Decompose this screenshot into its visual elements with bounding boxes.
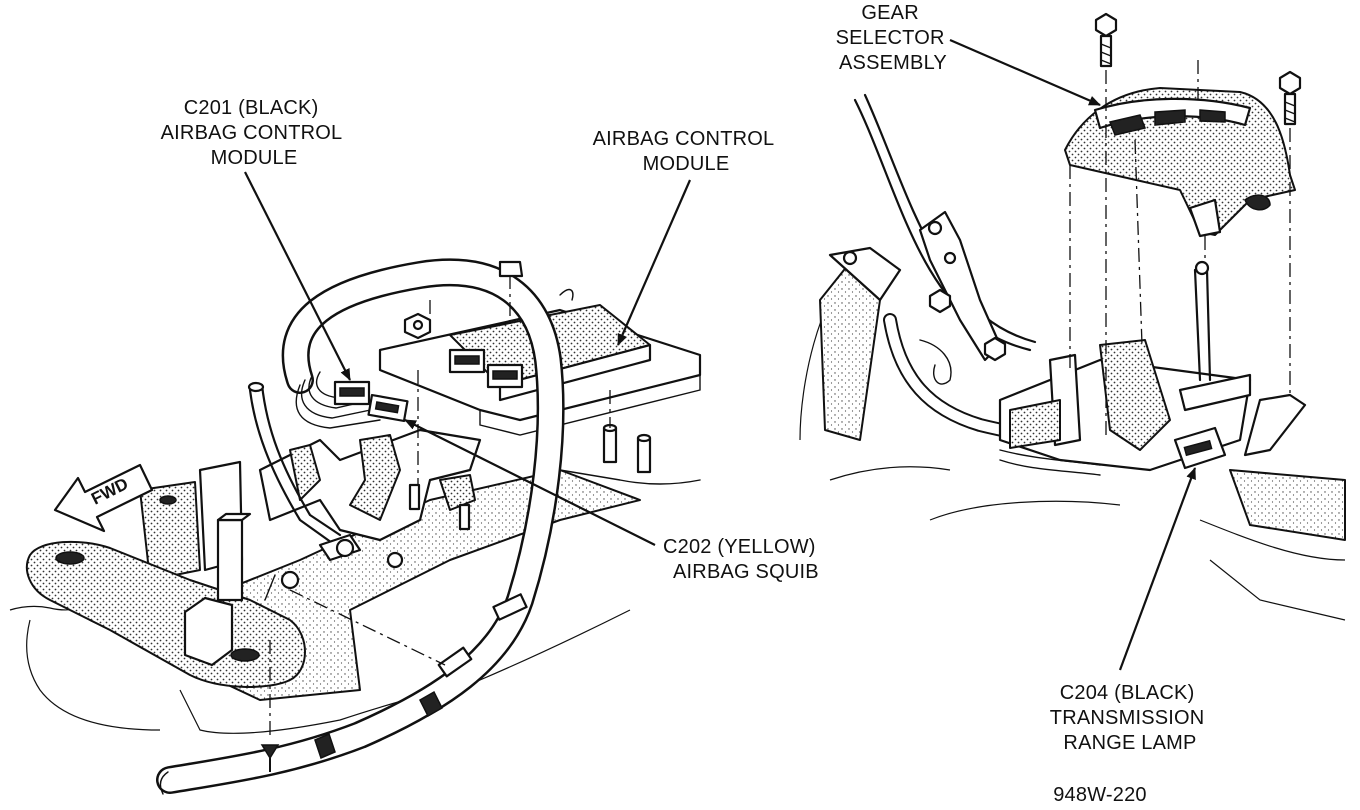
label-c202: C202 (YELLOW) AIRBAG SQUIB <box>663 536 821 583</box>
c202-connector <box>367 393 409 423</box>
module-nut <box>403 312 432 340</box>
gear-selector-assembly <box>1064 87 1296 238</box>
bezel-screws <box>1094 12 1302 126</box>
callout-labels: C201 (BLACK) AIRBAG CONTROL MODULE AIRBA… <box>161 2 1210 806</box>
figure-id: 948W-220 <box>1053 784 1147 806</box>
label-c201: C201 (BLACK) AIRBAG CONTROL MODULE <box>161 97 348 169</box>
label-c204: C204 (BLACK) TRANSMISSION RANGE LAMP <box>1050 682 1210 754</box>
leader-lines <box>244 38 1197 671</box>
label-airbag-control-module: AIRBAG CONTROL MODULE <box>593 128 780 175</box>
push-pin <box>260 744 280 772</box>
forward-arrow: FWD <box>53 463 154 533</box>
c201-connector <box>333 380 371 406</box>
right-illustration <box>799 12 1346 621</box>
c204-connector <box>1173 426 1227 470</box>
tunnel-floor <box>799 269 1346 621</box>
harness-clips <box>314 593 528 760</box>
label-gear-selector: GEAR SELECTOR ASSEMBLY <box>836 2 951 74</box>
shift-lever <box>1193 268 1212 382</box>
left-illustration: FWD <box>9 258 702 795</box>
